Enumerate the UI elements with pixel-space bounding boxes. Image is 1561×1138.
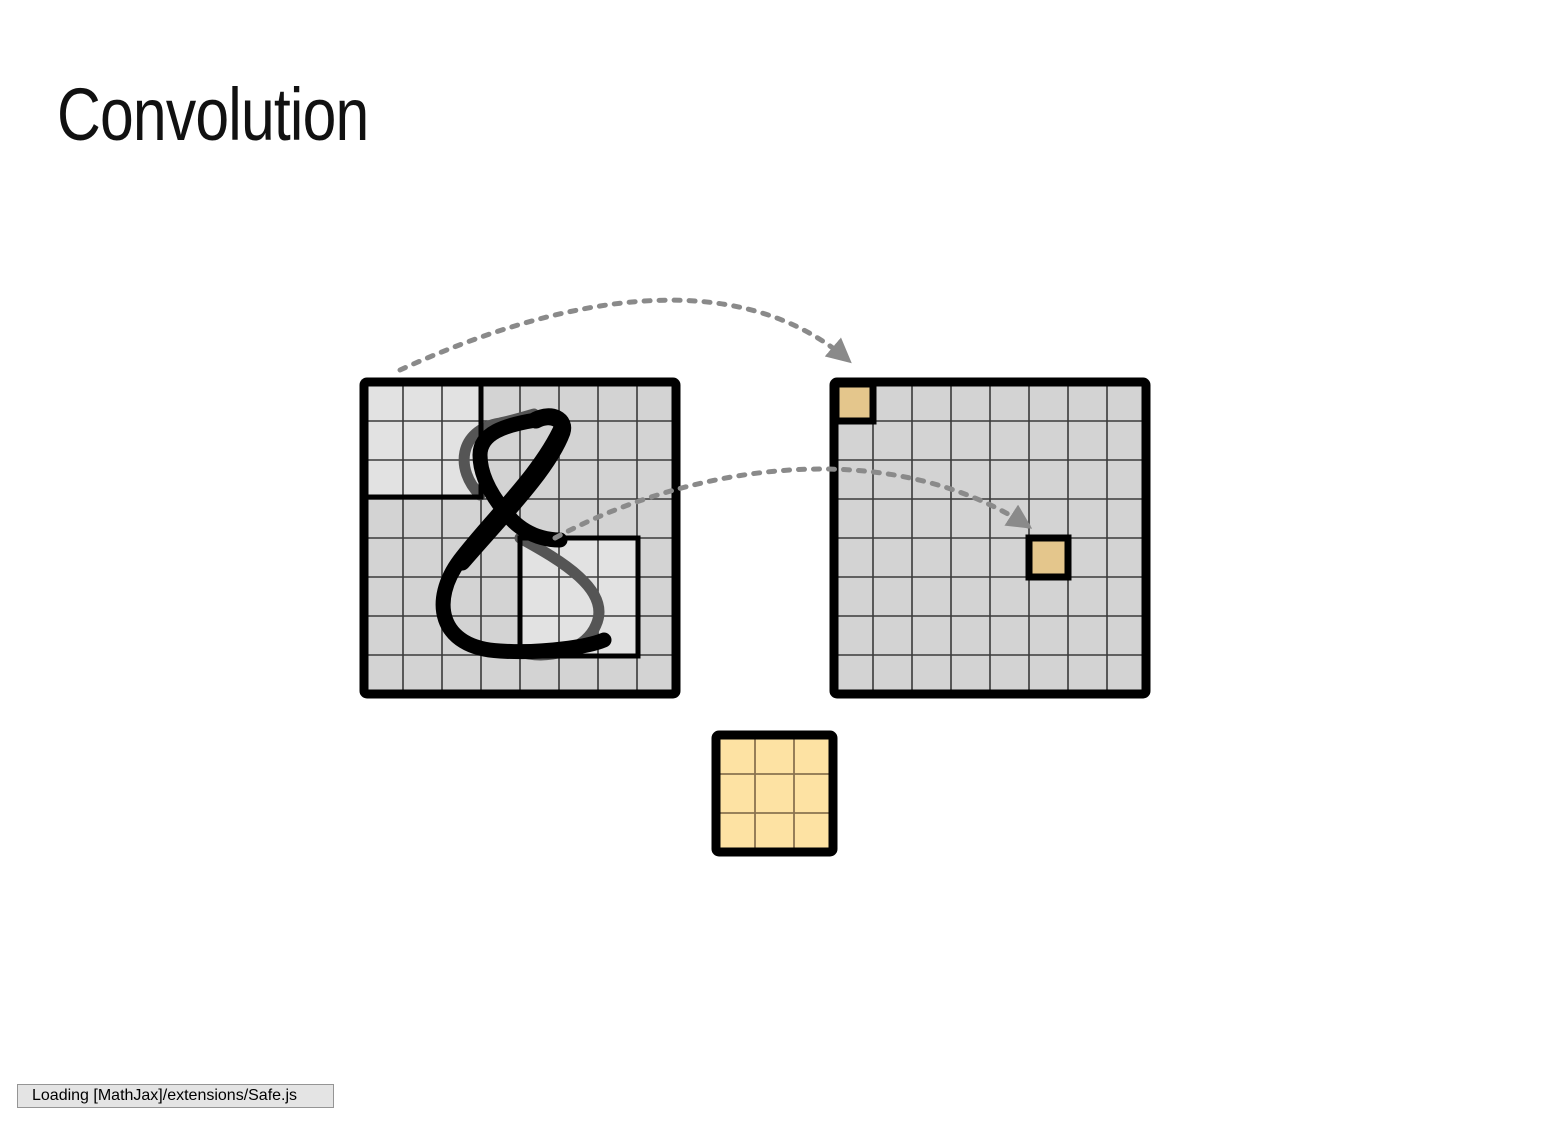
dashed-arrow-center [552,466,1033,541]
receptive-field-window-center [520,538,637,655]
input-grid-frame [359,377,681,699]
input-grid [359,377,681,699]
output-grid-lines [834,382,1146,694]
slide-title: Convolution [57,73,369,156]
output-cell-top-left [832,380,877,425]
receptive-field-window-center-border [517,535,641,659]
kernel-3x3 [711,730,838,857]
dashed-arrow-top [397,297,852,373]
digit-top-hook [453,408,572,571]
output-cell-center [1025,534,1072,581]
mathjax-loading-status: Loading [MathJax]/extensions/Safe.js [17,1084,334,1108]
output-grid-frame [829,377,1151,699]
kernel-grid-lines [716,735,833,852]
kernel-frame [711,730,838,857]
kernel-background [716,735,833,852]
receptive-field-window-top-left [364,382,481,499]
output-grid [829,377,1151,699]
